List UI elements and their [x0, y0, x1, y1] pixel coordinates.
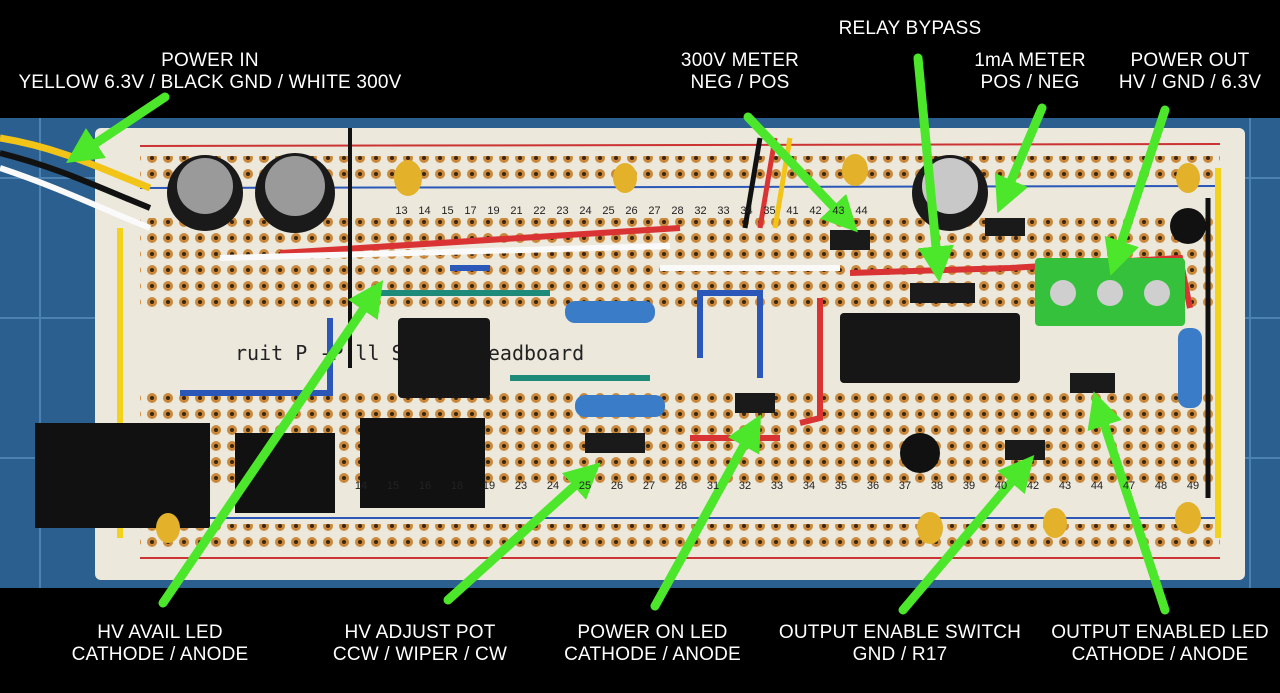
row-number: 14 — [418, 205, 431, 217]
label-300v-meter: 300V METER NEG / POS — [660, 50, 820, 94]
label-output-enabled-led-detail: CATHODE / ANODE — [1071, 644, 1249, 665]
row-number: 16 — [418, 480, 432, 492]
label-power-out-detail: HV / GND / 6.3V — [1118, 72, 1262, 93]
row-number: 41 — [786, 205, 799, 217]
row-number: 13 — [395, 205, 408, 217]
row-number: 43 — [1058, 480, 1072, 492]
row-number: 32 — [738, 480, 752, 492]
row-number: 26 — [610, 480, 624, 492]
row-number: 37 — [898, 480, 912, 492]
header-300v — [830, 230, 870, 250]
row-number: 24 — [579, 205, 592, 217]
label-relay-bypass: RELAY BYPASS — [820, 18, 1000, 40]
ic-16pin — [840, 313, 1020, 383]
row-number: 38 — [930, 480, 944, 492]
label-relay-bypass-title: RELAY BYPASS — [838, 18, 982, 39]
label-output-enabled-led-title: OUTPUT ENABLED LED — [1051, 622, 1269, 643]
label-power-on-led-detail: CATHODE / ANODE — [564, 644, 741, 665]
label-hv-adjust-pot-title: HV ADJUST POT — [344, 622, 496, 643]
header-hv-adjust — [585, 433, 645, 453]
trimmer-pot — [900, 433, 940, 473]
row-number: 17 — [464, 205, 477, 217]
label-power-in-detail: YELLOW 6.3V / BLACK GND / WHITE 300V — [18, 72, 402, 93]
row-number: 42 — [1026, 480, 1040, 492]
row-number: 25 — [602, 205, 615, 217]
row-number: 26 — [625, 205, 638, 217]
label-1ma-meter: 1mA METER POS / NEG — [950, 50, 1110, 94]
row-number: 25 — [578, 480, 592, 492]
row-number: 40 — [994, 480, 1008, 492]
resistor-blue-3 — [1178, 328, 1202, 408]
row-number: 19 — [487, 205, 500, 217]
label-300v-meter-detail: NEG / POS — [690, 72, 790, 93]
row-number: 28 — [671, 205, 684, 217]
label-output-enabled-led: OUTPUT ENABLED LED CATHODE / ANODE — [1040, 622, 1280, 666]
label-hv-avail-led-title: HV AVAIL LED — [97, 622, 223, 643]
header-output-led — [1070, 373, 1115, 393]
ic-8pin — [398, 318, 490, 398]
row-number: 42 — [809, 205, 822, 217]
row-number: 49 — [1186, 480, 1200, 492]
row-number: 39 — [962, 480, 976, 492]
row-number: 48 — [1154, 480, 1168, 492]
resistor-blue-2 — [575, 395, 665, 417]
row-number: 15 — [441, 205, 454, 217]
row-number: 15 — [386, 480, 400, 492]
row-number: 35 — [763, 205, 776, 217]
row-number: 18 — [450, 480, 464, 492]
row-number: 32 — [694, 205, 707, 217]
row-number: 33 — [717, 205, 730, 217]
label-hv-avail-led: HV AVAIL LED CATHODE / ANODE — [40, 622, 280, 666]
row-number: 43 — [832, 205, 845, 217]
resistor-blue-1 — [565, 301, 655, 323]
row-number: 24 — [546, 480, 560, 492]
row-number: 36 — [866, 480, 880, 492]
row-numbers-bottom: 14 15 16 18 19 23 24 25 26 27 28 31 32 33 34 35 36 37 38 39… — [345, 480, 1215, 496]
label-power-in-title: POWER IN — [161, 50, 259, 71]
heatsink-middle — [235, 433, 335, 513]
label-power-on-led-title: POWER ON LED — [577, 622, 728, 643]
row-number: 14 — [354, 480, 368, 492]
row-number: 28 — [674, 480, 688, 492]
row-number: 33 — [770, 480, 784, 492]
label-hv-avail-led-detail: CATHODE / ANODE — [71, 644, 249, 665]
heatsink-left — [35, 423, 210, 528]
label-power-out-title: POWER OUT — [1130, 50, 1250, 71]
label-output-enable-switch-title: OUTPUT ENABLE SWITCH — [778, 622, 1022, 643]
row-number: 35 — [834, 480, 848, 492]
header-power-on — [735, 393, 775, 413]
label-power-in: POWER IN YELLOW 6.3V / BLACK GND / WHITE… — [0, 50, 420, 94]
label-hv-adjust-pot: HV ADJUST POT CCW / WIPER / CW — [305, 622, 535, 666]
label-output-enable-switch-detail: GND / R17 — [852, 644, 948, 665]
row-number: 23 — [556, 205, 569, 217]
label-power-on-led: POWER ON LED CATHODE / ANODE — [540, 622, 765, 666]
row-number: 44 — [855, 205, 868, 217]
row-number: 27 — [642, 480, 656, 492]
breadboard-photo: ruit P -P ll Sized Breadboard — [0, 118, 1280, 588]
label-power-out: POWER OUT HV / GND / 6.3V — [1100, 50, 1280, 94]
header-1ma — [985, 218, 1025, 236]
row-number: 31 — [706, 480, 720, 492]
header-relay — [910, 283, 975, 303]
row-number: 27 — [648, 205, 661, 217]
header-switch — [1005, 440, 1045, 460]
label-300v-meter-title: 300V METER — [680, 50, 800, 71]
row-number: 21 — [510, 205, 523, 217]
label-1ma-meter-detail: POS / NEG — [980, 72, 1080, 93]
label-hv-adjust-pot-detail: CCW / WIPER / CW — [332, 644, 508, 665]
label-output-enable-switch: OUTPUT ENABLE SWITCH GND / R17 — [765, 622, 1035, 666]
row-number: 34 — [740, 205, 753, 217]
row-number: 23 — [514, 480, 528, 492]
row-number: 34 — [802, 480, 816, 492]
row-numbers-top: 13 14 15 17 19 21 22 23 24 25 26 27 28 32 33 34 35 41 42 43… — [390, 205, 890, 221]
row-number: 19 — [482, 480, 496, 492]
row-number: 47 — [1122, 480, 1136, 492]
row-number: 22 — [533, 205, 546, 217]
row-number: 44 — [1090, 480, 1104, 492]
label-1ma-meter-title: 1mA METER — [974, 50, 1086, 71]
